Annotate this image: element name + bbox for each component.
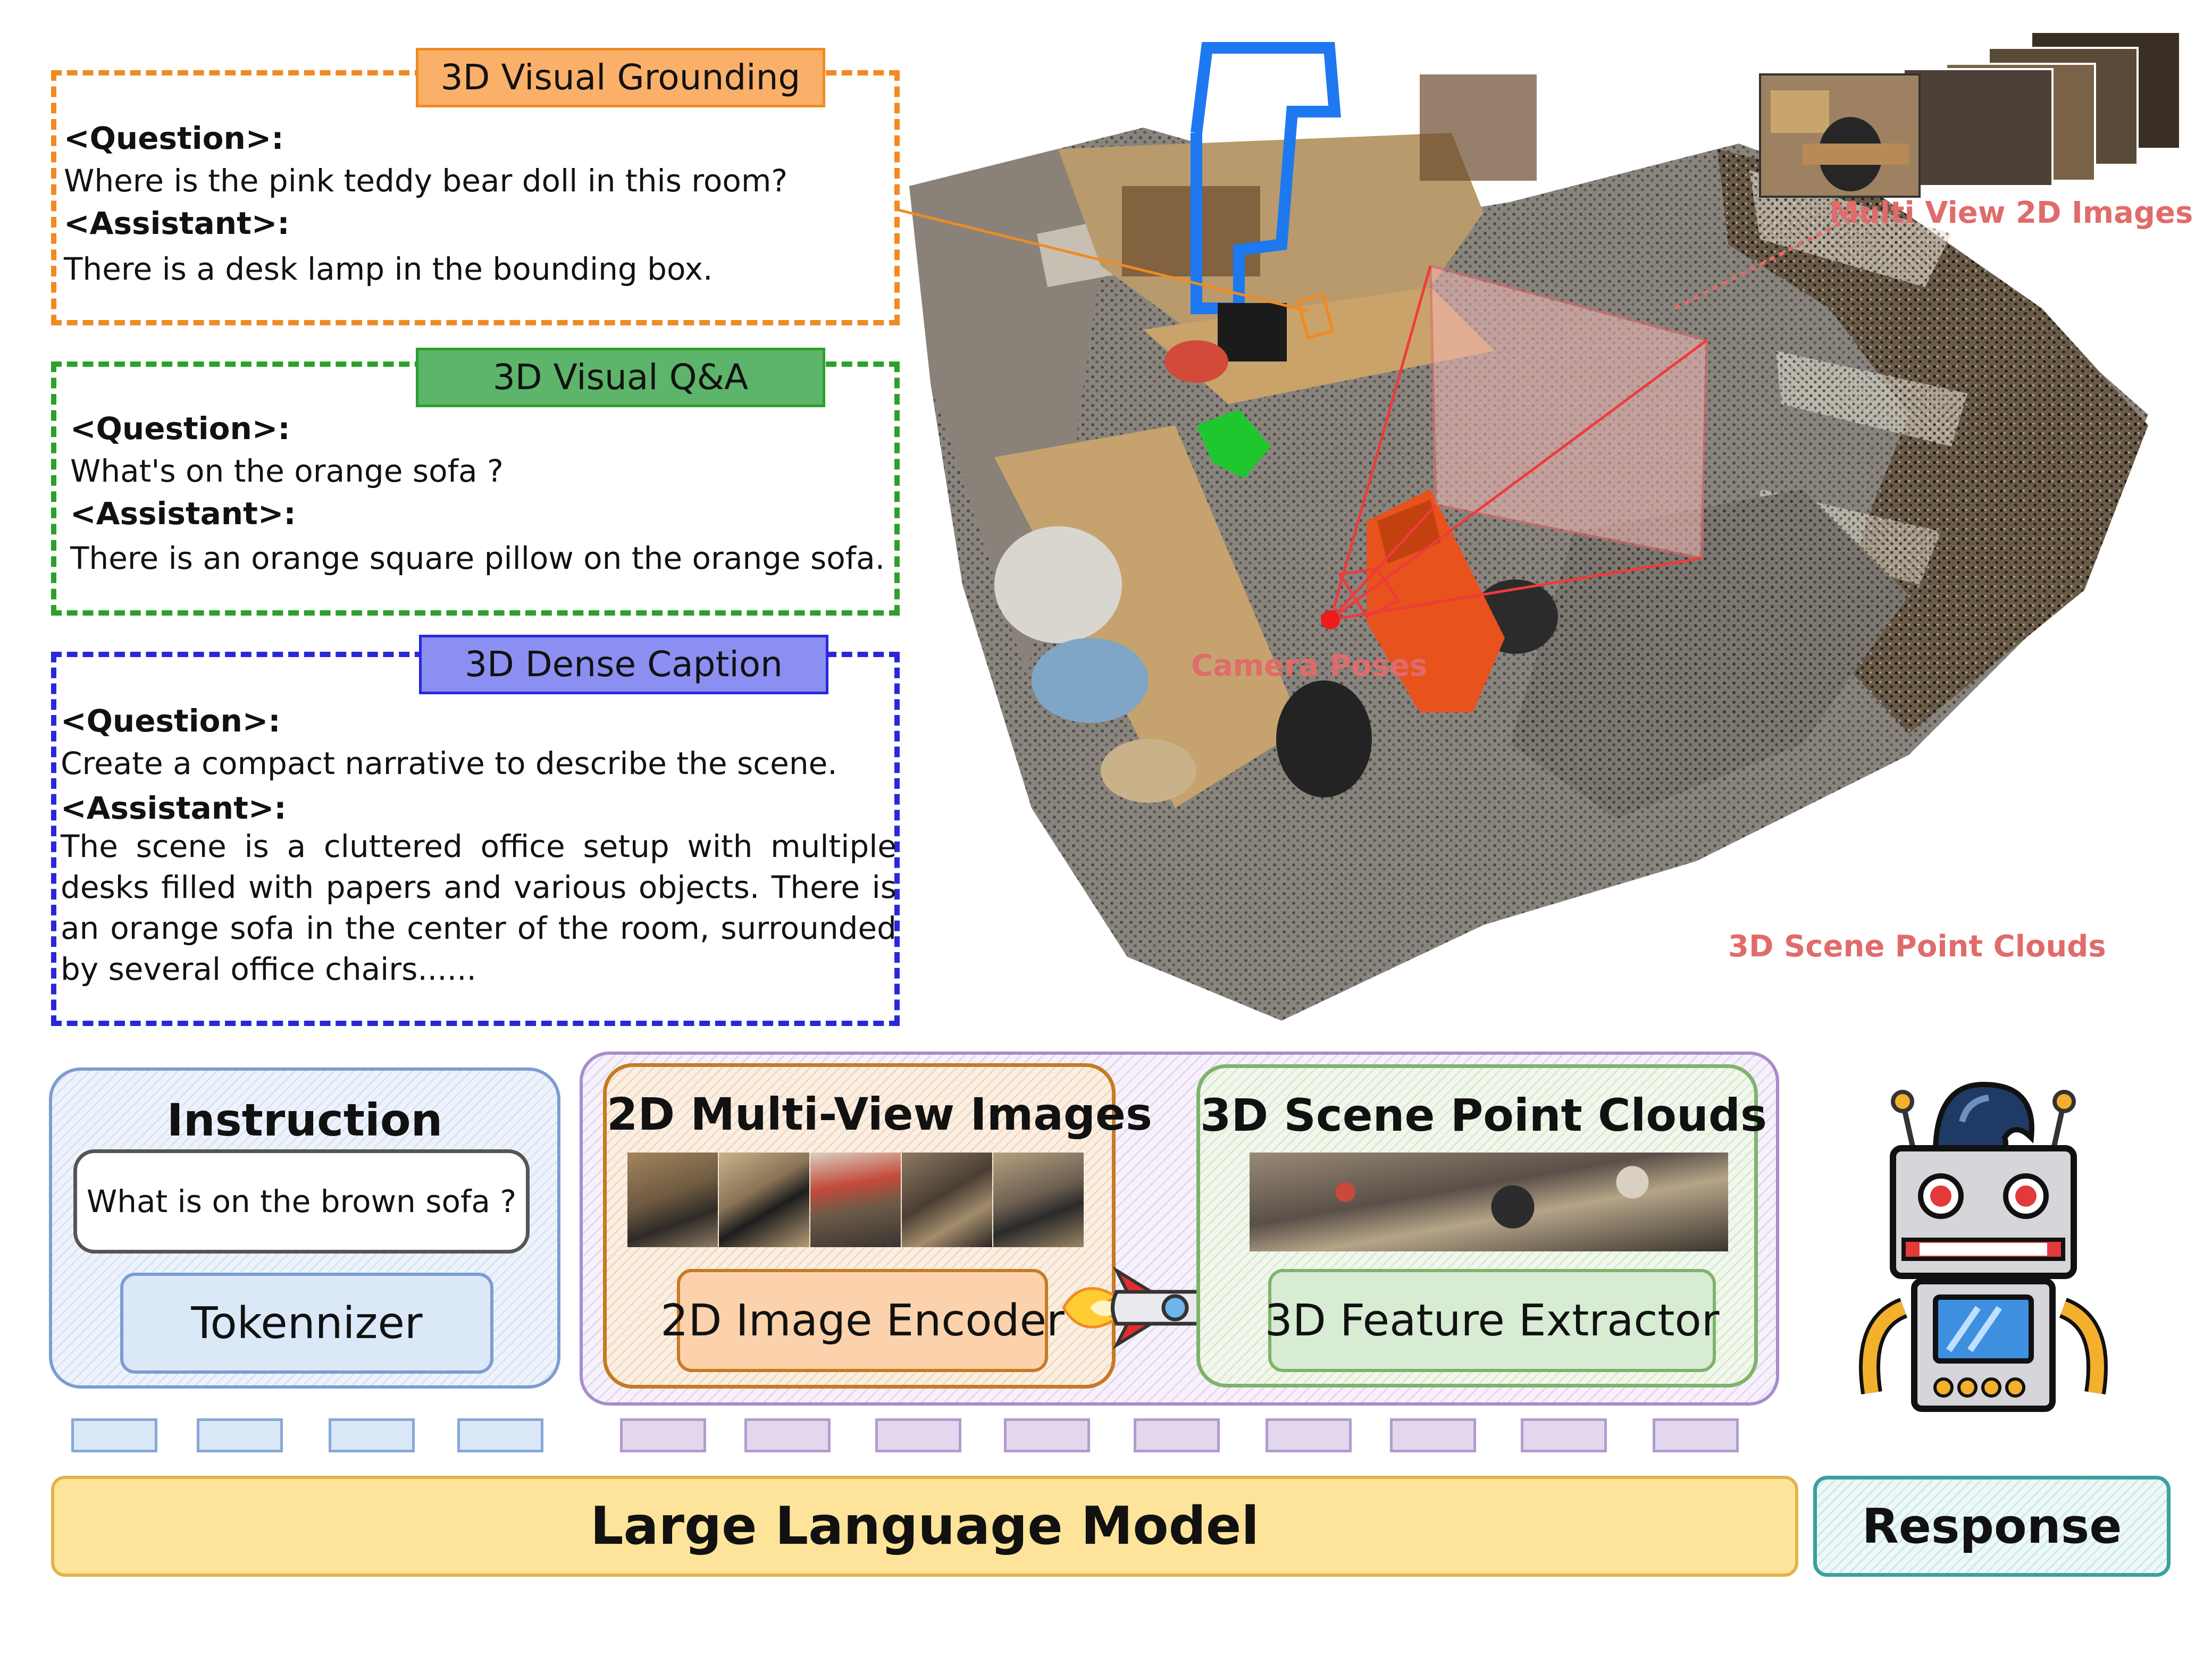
view-image-4 [902, 1153, 992, 1247]
visual-token [744, 1418, 831, 1452]
instruction-title: Instruction [166, 1094, 443, 1146]
visual-token [1390, 1418, 1476, 1452]
grounding-answer: There is a desk lamp in the bounding box… [64, 251, 713, 287]
caption-question-tag: <Question>: [61, 703, 281, 739]
visual-token [875, 1418, 961, 1452]
multiview-title: 2D Multi-View Images [607, 1088, 1153, 1140]
image-encoder-box: 2D Image Encoder [660, 1269, 1065, 1372]
qa-assistant-tag: <Assistant>: [70, 495, 296, 532]
visual-token [1004, 1418, 1090, 1452]
visual-token [620, 1418, 706, 1452]
qa-question: What's on the orange sofa ? [70, 453, 504, 489]
llm-bar: Large Language Model [51, 1476, 1798, 1577]
grounding-assistant-tag: <Assistant>: [64, 205, 290, 241]
caption-title: 3D Dense Caption [419, 635, 828, 694]
instruction-token [71, 1418, 157, 1452]
scene-illustration [899, 31, 2181, 1021]
visual-token [1521, 1418, 1607, 1452]
visual-token [1653, 1418, 1739, 1452]
qa-question-tag: <Question>: [70, 410, 290, 447]
instruction-token [457, 1418, 543, 1452]
multiview-connector [1674, 205, 1873, 310]
qa-answer: There is an orange square pillow on the … [70, 540, 885, 576]
feature-extractor-box: 3D Feature Extractor [1265, 1269, 1719, 1372]
multiview-stack [1759, 31, 2181, 198]
pointcloud-thumbnail [1250, 1153, 1728, 1251]
llm-label: Large Language Model [590, 1496, 1259, 1557]
point-cloud-room [909, 42, 2148, 1021]
caption-assistant-tag: <Assistant>: [61, 790, 287, 826]
multiview-label: Multi View 2D Images [1829, 196, 2193, 230]
camera-pose-dot [1321, 610, 1340, 629]
instruction-token [329, 1418, 415, 1452]
robot-icon [1859, 1081, 2108, 1412]
qa-panel: 3D Visual Q&A <Question>: What's on the … [51, 348, 900, 616]
grounding-question-tag: <Question>: [64, 120, 284, 156]
qa-title: 3D Visual Q&A [416, 348, 825, 407]
response-label: Response [1862, 1498, 2122, 1554]
point-cloud-label: 3D Scene Point Clouds [1728, 929, 2106, 964]
view-image-3 [810, 1153, 901, 1247]
camera-poses-label: Camera Poses [1191, 649, 1428, 683]
camera-frustum [1329, 265, 1708, 621]
response-box: Response [1813, 1476, 2171, 1577]
instruction-token [197, 1418, 283, 1452]
visual-token [1266, 1418, 1352, 1452]
tokenizer-box: Tokennizer [120, 1273, 493, 1374]
grounding-panel: 3D Visual Grounding <Question>: Where is… [51, 48, 900, 325]
instruction-module: Instruction What is on the brown sofa ? … [49, 1067, 560, 1389]
grounding-connector [899, 208, 1309, 313]
view-image-5 [993, 1153, 1084, 1247]
caption-panel: 3D Dense Caption <Question>: Create a co… [51, 635, 900, 1026]
grounding-title: 3D Visual Grounding [416, 48, 825, 107]
instruction-prompt-box: What is on the brown sofa ? [73, 1149, 530, 1254]
instruction-prompt: What is on the brown sofa ? [86, 1183, 517, 1220]
view-image-2 [719, 1153, 809, 1247]
view-image-1 [627, 1153, 718, 1247]
visual-token [1134, 1418, 1220, 1452]
caption-answer: The scene is a cluttered office setup wi… [61, 828, 896, 988]
pointcloud-title: 3D Scene Point Clouds [1200, 1089, 1767, 1141]
caption-question: Create a compact narrative to describe t… [61, 745, 837, 781]
grounding-question: Where is the pink teddy bear doll in thi… [64, 163, 788, 199]
